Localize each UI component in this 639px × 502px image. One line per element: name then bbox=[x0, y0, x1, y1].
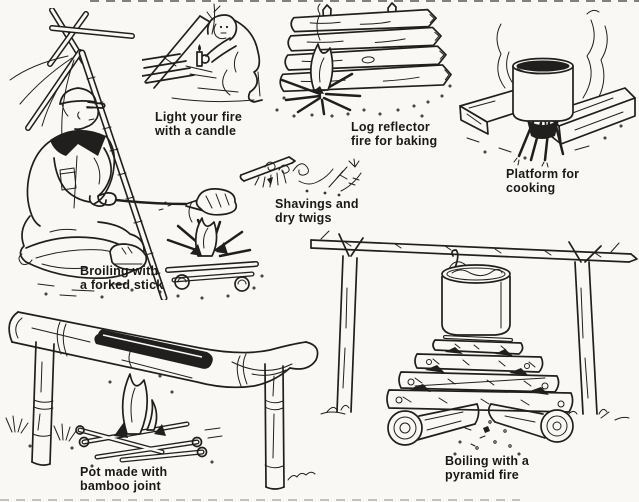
forked-post-left bbox=[320, 233, 364, 415]
log-wall bbox=[279, 8, 452, 93]
caption-broiling-forked-stick: Broiling with a forked stick bbox=[80, 264, 164, 292]
scan-edge-top bbox=[90, 0, 639, 2]
bamboo-leg-left bbox=[31, 341, 55, 466]
caption-log-reflector-fire: Log reflector fire for baking bbox=[351, 120, 438, 148]
twig-branch bbox=[206, 3, 221, 35]
cross-pole bbox=[310, 230, 638, 263]
grass-tufts bbox=[5, 415, 214, 468]
rock-slab-right bbox=[544, 87, 636, 145]
pyramid-fire-illustration bbox=[310, 230, 638, 456]
forked-post-right bbox=[566, 241, 630, 421]
shavings-illustration bbox=[239, 156, 362, 197]
tripod bbox=[9, 8, 168, 300]
rock-slab-left bbox=[459, 89, 544, 135]
reflector-fire bbox=[280, 3, 362, 116]
caption-line: Shavings and bbox=[275, 197, 359, 211]
base-log-right bbox=[487, 403, 574, 443]
caption-line: dry twigs bbox=[275, 210, 332, 225]
caption-line: Platform for bbox=[506, 167, 580, 181]
kneeling-figure bbox=[200, 14, 263, 103]
caption-line: cooking bbox=[506, 180, 556, 195]
candle-lighting-illustration bbox=[142, 3, 263, 103]
caption-line: Broiling with bbox=[80, 264, 159, 278]
shaving-ribbon bbox=[298, 168, 334, 185]
caption-bamboo-joint-pot: Pot made with bamboo joint bbox=[80, 465, 168, 493]
embers bbox=[453, 420, 521, 456]
fire-sticks bbox=[513, 120, 565, 168]
feather-stick bbox=[239, 156, 309, 188]
caption-line: bamboo joint bbox=[80, 478, 161, 493]
caption-line: Light your fire bbox=[155, 110, 243, 124]
campfire bbox=[75, 347, 223, 463]
scan-edge-bottom bbox=[0, 499, 520, 501]
hanging-pot bbox=[441, 249, 511, 336]
ground-marks bbox=[466, 124, 623, 160]
kindling-lean-to bbox=[142, 15, 217, 89]
bamboo-tube bbox=[8, 311, 319, 389]
candle bbox=[196, 44, 203, 67]
fire-glow bbox=[527, 120, 559, 139]
caption-pyramid-fire-boiling: Boiling with a pyramid fire bbox=[445, 454, 530, 482]
bamboo-leg-right bbox=[264, 363, 316, 490]
caption-line: Pot made with bbox=[80, 465, 168, 479]
forked-stick bbox=[114, 195, 211, 213]
smoke bbox=[496, 9, 608, 105]
caption-line: Log reflector bbox=[351, 120, 430, 134]
pyramid-logs bbox=[386, 335, 574, 413]
caption-platform-cooking: Platform for cooking bbox=[506, 167, 580, 195]
platform-cooking-illustration bbox=[459, 9, 636, 168]
caption-shavings-dry-twigs: Shavings and dry twigs bbox=[275, 197, 359, 225]
caption-light-fire-candle: Light your fire with a candle bbox=[155, 110, 243, 138]
caption-line: with a candle bbox=[155, 123, 237, 138]
broiling-illustration bbox=[9, 8, 264, 300]
log-reflector-illustration bbox=[275, 2, 452, 118]
meat-on-fork bbox=[195, 188, 238, 216]
cooking-pot bbox=[512, 57, 574, 122]
base-log-left bbox=[387, 403, 480, 446]
bamboo-pot-illustration bbox=[5, 311, 319, 490]
campfire bbox=[158, 201, 264, 300]
ground-line bbox=[171, 87, 255, 103]
caption-line: Boiling with a bbox=[445, 454, 530, 468]
ground-specks bbox=[275, 84, 452, 118]
caption-line: a forked stick bbox=[80, 277, 164, 292]
caption-line: fire for baking bbox=[351, 133, 438, 148]
caption-line: pyramid fire bbox=[445, 467, 519, 482]
stakes bbox=[322, 2, 397, 29]
dry-twigs bbox=[305, 158, 362, 197]
